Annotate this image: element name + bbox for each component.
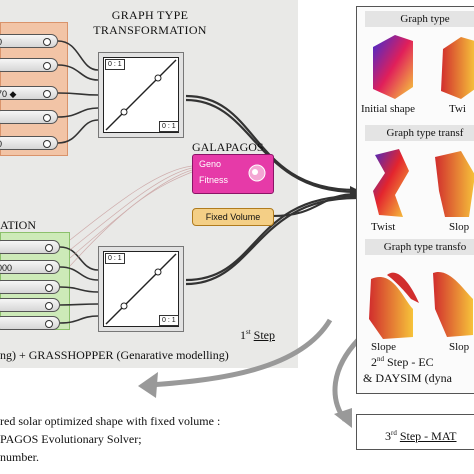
step3-superscript: rd [391, 429, 397, 437]
slider-value: 0 [0, 37, 2, 47]
slider-value: 000 [0, 263, 13, 273]
step3-box: 3rd Step - MAT [356, 414, 474, 450]
wire [59, 286, 99, 293]
slider-handle[interactable] [45, 320, 53, 328]
graph-range-label-bottom: 0 : 1 [159, 121, 179, 132]
wire [59, 303, 99, 306]
graph-type-title: GRAPH TYPE TRANSFORMATION [70, 8, 230, 38]
step2-superscript: nd [377, 355, 384, 363]
linear-graph-line [105, 59, 177, 131]
slider-handle[interactable] [45, 284, 53, 292]
galapagos-component[interactable]: Geno Fitness [192, 154, 274, 194]
slider-handle[interactable] [45, 264, 53, 272]
fitness-input[interactable]: Fitness [199, 175, 229, 185]
slider-handle[interactable] [43, 114, 51, 122]
wire [59, 246, 99, 271]
graph-mapper-bottom[interactable]: 0 : 1 0 : 1 [98, 246, 184, 332]
galapagos-title: GALAPAGOS [192, 140, 264, 154]
slider-orange-2[interactable] [0, 58, 58, 72]
slider-orange-1[interactable]: 0 [0, 34, 58, 48]
graph-control-point[interactable] [154, 268, 162, 276]
slider-green-2[interactable]: 000 [0, 260, 60, 274]
step2-panel: Graph type Initial shape Twi Graph type … [356, 6, 474, 394]
slider-green-1[interactable] [0, 240, 60, 254]
graph-type-title-line2: TRANSFORMATION [93, 23, 207, 37]
slope-shape-render [435, 151, 474, 217]
fixed-volume-panel[interactable]: Fixed Volume [192, 208, 274, 226]
slope-shape-render [369, 276, 413, 339]
slider-handle[interactable] [43, 38, 51, 46]
caption-slope-3: Slop [449, 341, 470, 353]
wire [57, 40, 99, 71]
section1-header: Graph type [365, 11, 474, 27]
wire [57, 107, 99, 118]
slider-orange-4[interactable] [0, 110, 58, 124]
slider-value: 70 ◆ [0, 89, 17, 99]
step2-label: 2nd Step - EC [371, 355, 434, 370]
wire [59, 266, 99, 281]
graph-mapper-top[interactable]: 0 : 1 0 : 1 [98, 52, 184, 138]
caption-twist-1: Twi [449, 103, 466, 115]
step3-number: 3 [385, 429, 391, 443]
slider-orange-3[interactable]: 70 ◆ [0, 86, 58, 100]
slider-green-5[interactable] [0, 316, 60, 330]
linear-graph-line [105, 253, 177, 325]
slider-handle[interactable] [43, 140, 51, 148]
initial-shape-render [373, 35, 413, 99]
genome-input[interactable]: Geno [199, 159, 222, 169]
wire [59, 315, 99, 324]
slider-handle[interactable] [43, 90, 51, 98]
step2-text: Step - EC [387, 355, 434, 369]
graph-range-label-top: 0 : 1 [105, 253, 125, 264]
slider-green-4[interactable] [0, 298, 60, 312]
twist-shape-render [373, 149, 409, 217]
graph-range-label-bottom: 0 : 1 [159, 315, 179, 326]
galapagos-icon [248, 164, 266, 182]
caption-slope-1: Slop [449, 221, 470, 233]
step1-label: 1st Step [240, 328, 275, 343]
twist-shape-render [441, 37, 474, 99]
bottom-notes: red solar optimized shape with fixed vol… [0, 412, 220, 466]
slider-orange-5[interactable]: 0 [0, 136, 58, 150]
slider-handle[interactable] [43, 62, 51, 70]
note-line1: red solar optimized shape with fixed vol… [0, 414, 221, 428]
graph-control-point[interactable] [120, 108, 128, 116]
step1-word: Step [253, 328, 276, 342]
graph-control-point[interactable] [154, 74, 162, 82]
note-line3: number. [0, 450, 39, 464]
shape-renders-row1 [373, 35, 474, 99]
step1-number: 1 [240, 328, 246, 342]
shape-renders-row2 [373, 149, 474, 217]
wire [57, 92, 99, 96]
wire [57, 119, 99, 144]
wire [57, 64, 99, 81]
graph-type-title-line1: GRAPH TYPE [111, 8, 189, 22]
green-group-heading: ATION [0, 218, 36, 232]
section2-header: Graph type transf [365, 125, 474, 141]
caption-twist-2: Twist [371, 221, 396, 233]
slider-value: 0 [0, 139, 2, 149]
graph-control-point[interactable] [120, 302, 128, 310]
note-line2: PAGOS Evolutionary Solver; [0, 432, 142, 446]
shape-renders-row3 [369, 271, 473, 339]
graph-range-label-top: 0 : 1 [105, 59, 125, 70]
step2-line2: & DAYSIM (dyna [363, 371, 452, 385]
step1-superscript: st [246, 328, 251, 336]
caption-slope-2: Slope [371, 341, 397, 353]
step2-number: 2 [371, 355, 377, 369]
caption-initial-shape: Initial shape [361, 103, 416, 115]
slider-green-3[interactable] [0, 280, 60, 294]
slider-handle[interactable] [45, 302, 53, 310]
slope-shape-render [433, 271, 473, 337]
step3-text: Step - MAT [399, 429, 457, 443]
slider-handle[interactable] [45, 244, 53, 252]
canvas-caption: ng) + GRASSHOPPER (Genarative modelling) [0, 348, 229, 362]
section3-header: Graph type transfo [365, 239, 474, 255]
